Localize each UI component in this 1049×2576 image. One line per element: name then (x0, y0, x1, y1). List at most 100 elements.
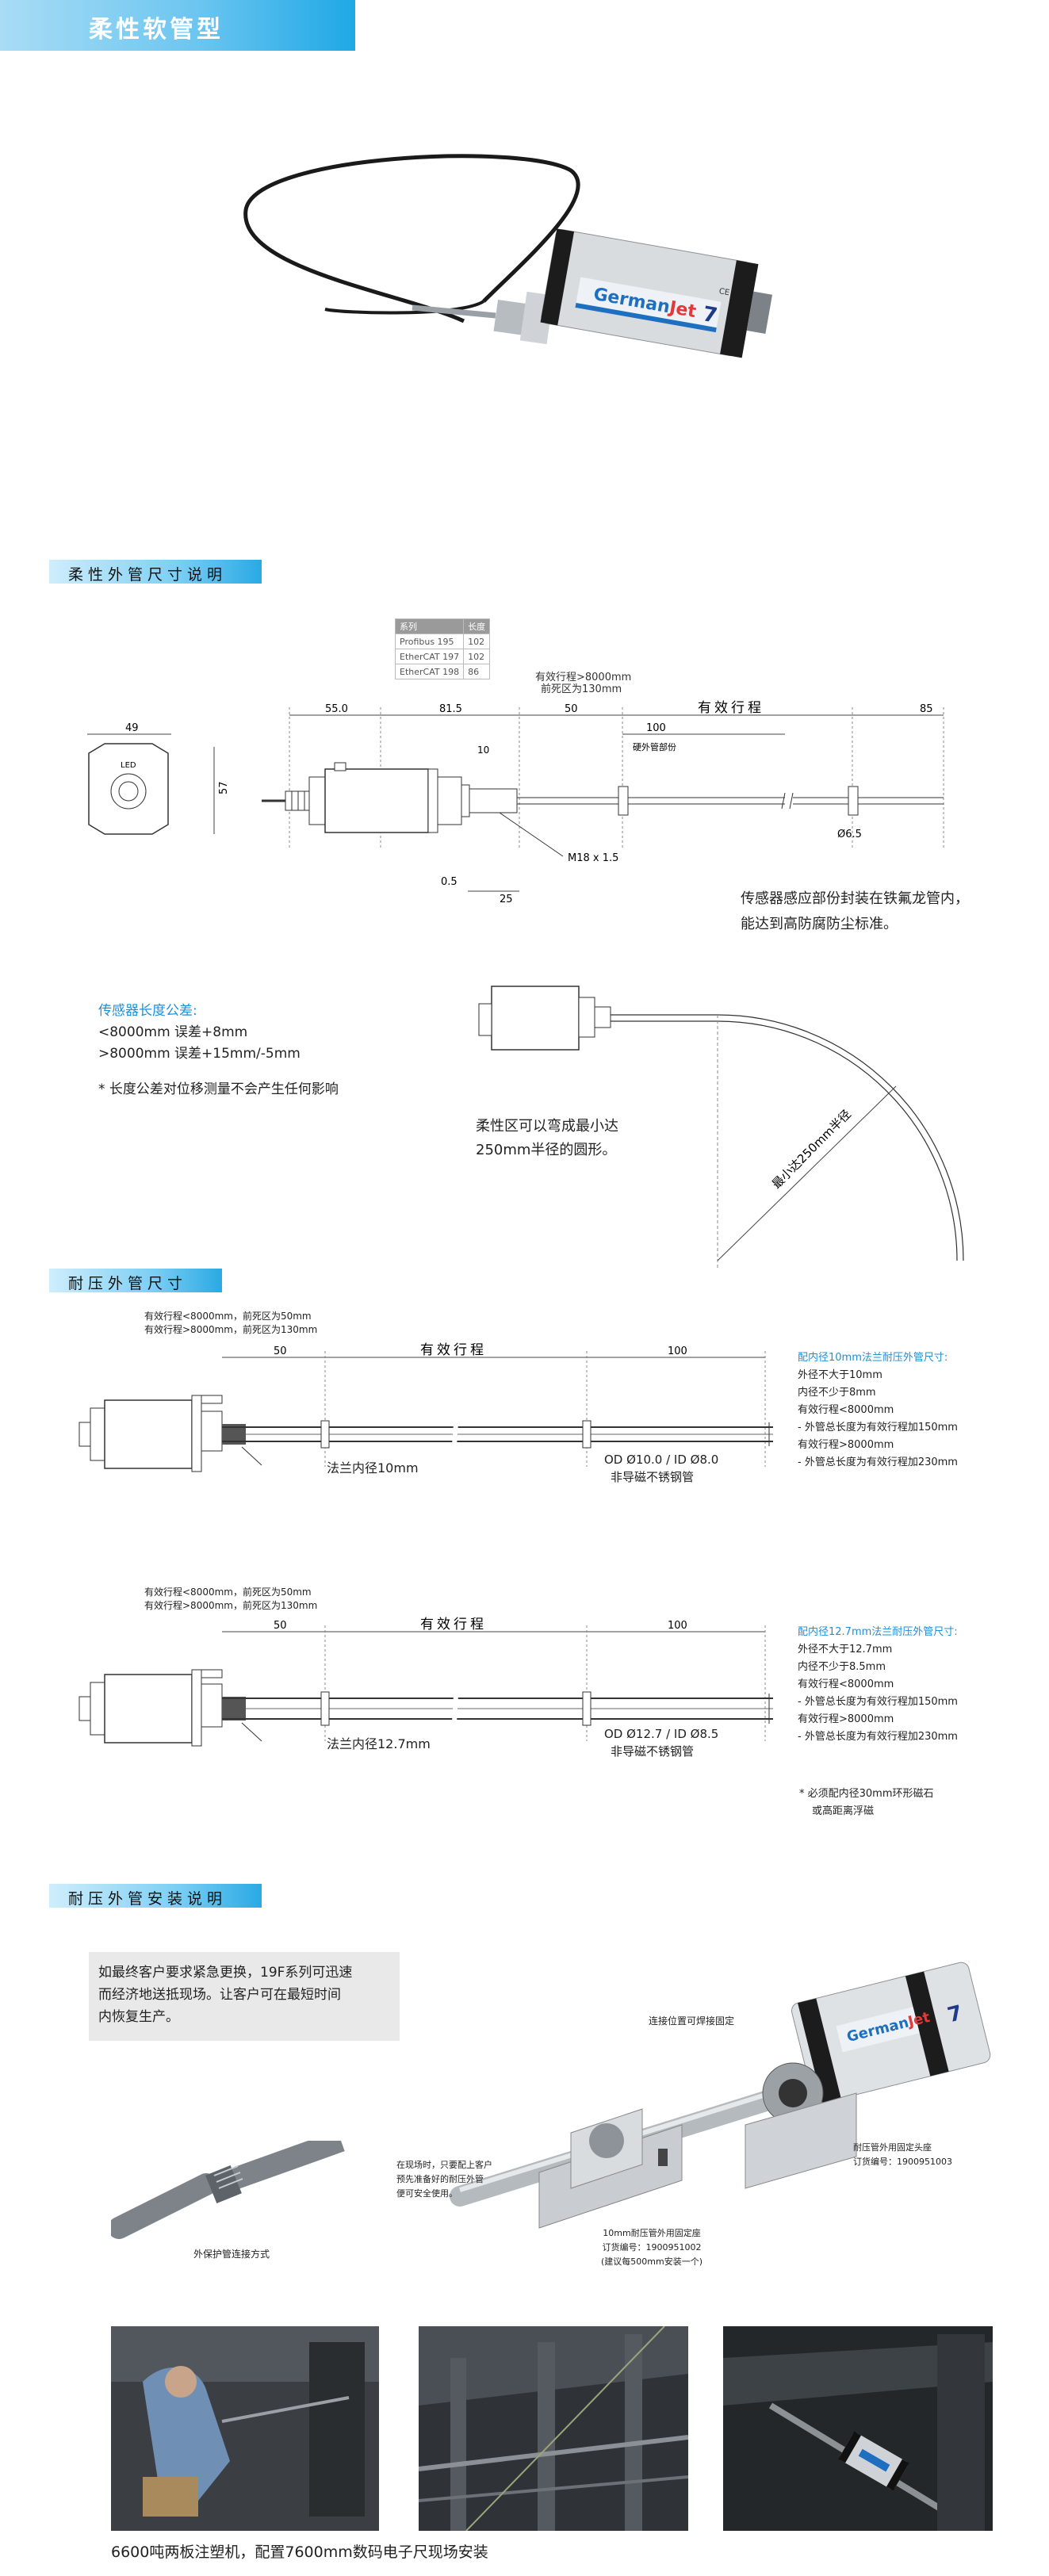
series-cell: EtherCAT 198 (394, 664, 465, 679)
tolerance-line: >8000mm 误差+15mm/-5mm (98, 1046, 301, 1062)
length-cell: 86 (463, 664, 491, 679)
p1-dim-stroke: 有效行程 (420, 1342, 487, 1358)
tolerance-line: <8000mm 误差+8mm (98, 1024, 248, 1040)
weld-label: 连接位置可焊接固定 (649, 2015, 735, 2027)
install-illustration: GermanJet 7 (450, 1962, 991, 2229)
product-photo: GermanJet 7 CE (243, 154, 773, 358)
spec-line: - 外管总长度为有效行程加150mm (798, 1422, 958, 1433)
magnet-line: * 必须配内径30mm环形磁石 (799, 1788, 934, 1800)
section-pressure-title: 耐压外管尺寸 (68, 1275, 188, 1292)
p2-note: 有效行程>8000mm，前死区为130mm (144, 1600, 318, 1611)
site-photo-3 (723, 2326, 993, 2531)
length-cell: 102 (463, 633, 491, 649)
base10-label: 10mm耐压管外用固定座 订货编号：1900951002 (建议每500mm安装… (601, 2226, 703, 2269)
thread-label: M18 x 1.5 (568, 852, 618, 864)
dim-10: 10 (477, 744, 489, 756)
dim-100: 100 (646, 722, 666, 734)
radius-label: 最小达250mm半径 (769, 1107, 854, 1192)
spec-line: - 外管总长度为有效行程加150mm (798, 1696, 958, 1708)
base10-line: (建议每500mm安装一个) (601, 2256, 703, 2267)
spec-line: 外径不大于10mm (798, 1369, 882, 1381)
dim-49: 49 (125, 722, 139, 734)
spec-line: - 外管总长度为有效行程加230mm (798, 1456, 958, 1468)
p2-steel-label: 非导磁不锈钢管 (611, 1744, 695, 1759)
head-line: 订货编号：1900951003 (853, 2157, 952, 2167)
site-photo-2 (419, 2326, 688, 2531)
pressure-drawing-1: 50 有效行程 100 (78, 1342, 773, 1472)
tolerance-title: 传感器长度公差: (98, 1003, 197, 1019)
section-pressure-banner: 耐压外管尺寸 (49, 1269, 222, 1292)
base10-line: 订货编号：1900951002 (602, 2242, 702, 2253)
dim-0-5: 0.5 (441, 876, 458, 888)
spec-line: 有效行程<8000mm (798, 1678, 894, 1690)
p1-note: 有效行程>8000mm，前死区为130mm (144, 1324, 318, 1335)
spec-line: - 外管总长度为有效行程加230mm (798, 1731, 958, 1743)
series-cell: Profibus 195 (394, 633, 465, 649)
p1-tube-labels: OD Ø10.0 / ID Ø8.0 非导磁不锈钢管 (604, 1451, 718, 1486)
p1-note: 有效行程<8000mm，前死区为50mm (144, 1311, 312, 1322)
p2-notes: 有效行程<8000mm，前死区为50mm 有效行程>8000mm，前死区为130… (144, 1586, 317, 1613)
base10-line: 10mm耐压管外用固定座 (603, 2228, 701, 2238)
page-title: 柔性软管型 (89, 16, 224, 44)
dim-stroke: 有效行程 (698, 700, 764, 716)
p1-dim-100: 100 (668, 1345, 687, 1357)
onsite-line: 便可安全使用。 (396, 2188, 458, 2199)
pressure-drawing-2: 50 有效行程 100 (78, 1617, 773, 1747)
length-header: 长度 (463, 618, 491, 634)
led-label: LED (121, 761, 136, 770)
p2-dim-100: 100 (668, 1620, 687, 1632)
brand-number: 7 (701, 302, 719, 328)
bend-drawing: 最小达250mm半径 (478, 986, 964, 1269)
dimension-drawing: 有效行程>8000mm 前死区为130mm 49 LED 57 55.0 81.… (87, 672, 944, 905)
p2-spec-title: 配内径12.7mm法兰耐压外管尺寸: (798, 1626, 958, 1638)
p2-flange-label: 法兰内径12.7mm (327, 1736, 431, 1751)
dead-zone-note: 有效行程>8000mm (535, 672, 631, 683)
tolerance-block: 传感器长度公差: <8000mm 误差+8mm >8000mm 误差+15mm/… (98, 1001, 339, 1100)
bend-line: 柔性区可以弯成最小达 (476, 1118, 618, 1135)
hard-tube-label: 硬外管部份 (633, 741, 676, 752)
p1-notes: 有效行程<8000mm，前死区为50mm 有效行程>8000mm，前死区为130… (144, 1310, 317, 1337)
spec-line: 有效行程<8000mm (798, 1404, 894, 1416)
header-banner: 柔性软管型 (0, 0, 355, 51)
site-photo-caption: 6600吨两板注塑机，配置7600mm数码电子尺现场安装 (111, 2543, 488, 2561)
head-base-label: 耐压管外用固定头座 订货编号：1900951003 (853, 2141, 952, 2169)
magnet-line: 或高距离浮磁 (812, 1805, 875, 1817)
p1-od-label: OD Ø10.0 / ID Ø8.0 (604, 1453, 719, 1467)
note-line: 内恢复生产。 (98, 2009, 179, 2025)
note-line: 而经济地送抵现场。让客户可在最短时间 (98, 1987, 341, 2003)
onsite-line: 在现场时，只要配上客户 (396, 2160, 492, 2170)
section-dims-title: 柔性外管尺寸说明 (68, 566, 228, 584)
p2-od-label: OD Ø12.7 / ID Ø8.5 (604, 1727, 719, 1741)
desc-line: 能达到高防腐防尘标准。 (741, 916, 898, 932)
p1-spec-title: 配内径10mm法兰耐压外管尺寸: (798, 1352, 948, 1364)
p2-note: 有效行程<8000mm，前死区为50mm (144, 1587, 312, 1598)
series-cell: EtherCAT 197 (394, 649, 465, 664)
p1-steel-label: 非导磁不锈钢管 (611, 1470, 695, 1484)
dim-6-5: Ø6.5 (837, 829, 862, 840)
dead-zone-note: 前死区为130mm (541, 683, 622, 695)
magnet-note: * 必须配内径30mm环形磁石 或高距离浮磁 (799, 1786, 934, 1820)
connection-label: 外保护管连接方式 (193, 2249, 270, 2260)
ce-mark: CE (718, 287, 730, 297)
dim-85: 85 (920, 703, 933, 715)
bend-description: 柔性区可以弯成最小达 250mm半径的圆形。 (476, 1115, 618, 1162)
tolerance-note: * 长度公差对位移测量不会产生任何影响 (98, 1081, 339, 1097)
desc-line: 传感器感应部份封装在铁氟龙管内， (741, 890, 969, 907)
onsite-note: 在现场时，只要配上客户 预先准备好的耐压外管 便可安全使用。 (396, 2158, 492, 2201)
spec-line: 内径不少于8.5mm (798, 1661, 886, 1673)
p1-spec-list: 配内径10mm法兰耐压外管尺寸: 外径不大于10mm 内径不少于8mm 有效行程… (798, 1349, 958, 1472)
p2-tube-labels: OD Ø12.7 / ID Ø8.5 非导磁不锈钢管 (604, 1725, 718, 1760)
dim-81-5: 81.5 (439, 703, 462, 715)
dim-25: 25 (500, 894, 513, 905)
spec-line: 有效行程>8000mm (798, 1713, 894, 1725)
site-photo-1 (111, 2326, 379, 2531)
dim-57: 57 (218, 781, 230, 794)
p2-dim-stroke: 有效行程 (420, 1617, 487, 1632)
p2-dim-50: 50 (274, 1620, 287, 1632)
tube-connection-illustration (111, 2141, 345, 2239)
teflon-description: 传感器感应部份封装在铁氟龙管内， 能达到高防腐防尘标准。 (741, 886, 969, 937)
spec-line: 有效行程>8000mm (798, 1439, 894, 1451)
section-install-banner: 耐压外管安装说明 (49, 1884, 262, 1908)
head-line: 耐压管外用固定头座 (853, 2142, 932, 2153)
